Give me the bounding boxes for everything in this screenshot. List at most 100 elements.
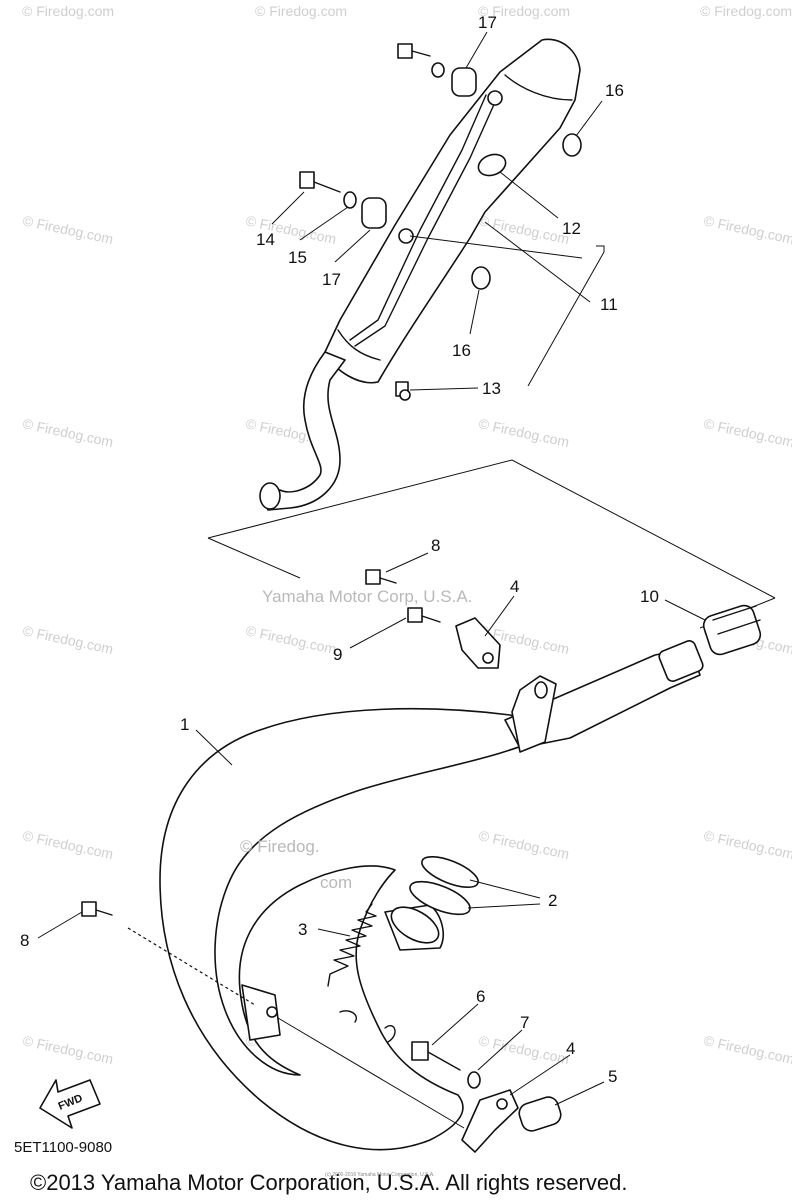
washer [431,62,445,78]
leader-line [385,552,429,573]
silencer-inlet-pipe [261,351,346,511]
label-part-4: 4 [510,577,519,596]
bolt-6 [411,1041,461,1071]
spring-hook [339,1010,357,1023]
leader-line [431,1003,479,1046]
part-labels: 17 16 12 14 15 17 11 16 13 8 4 10 9 1 2 … [20,13,659,1086]
firedog-watermark: © Firedog.com [477,827,570,862]
diagram-code: 5ET1100-9080 [14,1139,112,1156]
firedog-watermark: © Firedog.com [21,827,114,862]
collar-5 [518,1096,562,1132]
bolt-head [365,569,381,585]
bolt-shaft [379,577,397,584]
firedog-watermark: © Firedog.com [21,1032,114,1067]
silencer-assembly [207,31,776,629]
label-part-16: 16 [605,81,624,100]
leader-line [271,191,305,225]
damper-ridge [712,605,757,621]
label-part-2: 2 [548,891,557,910]
label-part-8: 8 [20,931,29,950]
label-part-8: 8 [431,536,440,555]
firedog-watermark: © Firedog.com [477,415,570,450]
bolt-shaft [95,909,113,916]
silencer-rear-cap-line [337,329,381,361]
bolt-shaft [427,1051,461,1071]
leader-line [299,206,349,241]
stay-hole [496,1098,508,1110]
bolt-14-set [299,171,387,229]
spring-hook [384,1025,396,1043]
collar-17 [451,67,477,97]
leader-line [554,1081,605,1106]
fwd-arrow-icon: FWD [39,1079,101,1129]
bolt-13 [395,381,411,401]
label-part-11: 11 [600,295,618,314]
label-part-3: 3 [298,920,307,939]
collar-16-top [562,133,582,157]
bracket-line [527,245,605,387]
label-part-1: 1 [180,715,189,734]
label-part-14: 14 [256,230,275,249]
firedog-watermark: © Firedog.com [21,415,114,450]
label-part-16: 16 [452,341,471,360]
firedog-watermark: © Firedog.com [21,212,114,247]
firedog-watermark: © Firedog.com [21,622,114,657]
gasket-2-lower [409,880,471,916]
leader-line [484,595,515,637]
label-part-13: 13 [482,379,501,398]
label-part-17: 17 [322,270,341,289]
tail-pipe-end [658,640,704,682]
label-part-15: 15 [288,248,307,267]
leader-line [334,229,371,263]
leader-line [499,171,559,219]
exhaust-flange-opening [390,906,440,944]
bolt-shaft [411,50,431,57]
bolt-shaft [421,615,441,623]
yamaha-center-watermark: Yamaha Motor Corp, U.S.A. [262,587,472,606]
assembly-outline-line [207,459,776,599]
assembly-line [277,1017,465,1129]
firedog-watermark: © Firedog.com [702,212,792,247]
leader-line [349,617,407,649]
tiny-copyright: (c) 2000-2016 Yamaha Motor Corporation, … [325,1172,435,1178]
label-part-17: 17 [478,13,497,32]
bolt-head [299,171,315,189]
bolt-head [407,607,423,623]
bolt-end [399,389,411,401]
bolt-8-top [365,569,397,585]
firedog-watermark: © Firedog.com [702,1032,792,1067]
firedog-watermark: © Firedog.com [702,415,792,450]
exhaust-side-bracket [241,984,281,1041]
leader-line [317,928,351,937]
firedog-watermark: © Firedog.com [700,3,792,19]
firedog-center-watermark: com [320,873,352,892]
label-part-7: 7 [520,1013,529,1032]
label-part-9: 9 [333,645,342,664]
label-part-4: 4 [566,1039,575,1058]
dashed-guide-line [127,927,256,1006]
leader-line [409,235,583,259]
damper-ridge [717,619,761,635]
side-bracket-hole [266,1006,278,1018]
firedog-center-watermark: © Firedog. [240,837,320,856]
bolt-head [81,901,97,917]
leader-line [467,903,541,909]
fwd-arrow-shape [39,1079,101,1129]
label-part-12: 12 [562,219,581,238]
leader-line [484,221,591,303]
leader-line [509,1054,571,1096]
firedog-watermark: © Firedog.com [22,3,114,19]
collar-17-mid [361,197,387,229]
exhaust-pipe-assembly [37,552,762,1153]
firedog-watermark: © Firedog.com [702,827,792,862]
bolt-9 [407,607,441,623]
leader-line [409,387,479,391]
silencer-rib-line [349,94,487,341]
leader-line [195,729,233,766]
stay-hole [482,652,494,664]
leader-line [469,879,541,899]
firedog-watermark: © Firedog.com [244,622,337,657]
stay-4-bottom [461,1089,519,1153]
leader-line [469,289,480,335]
